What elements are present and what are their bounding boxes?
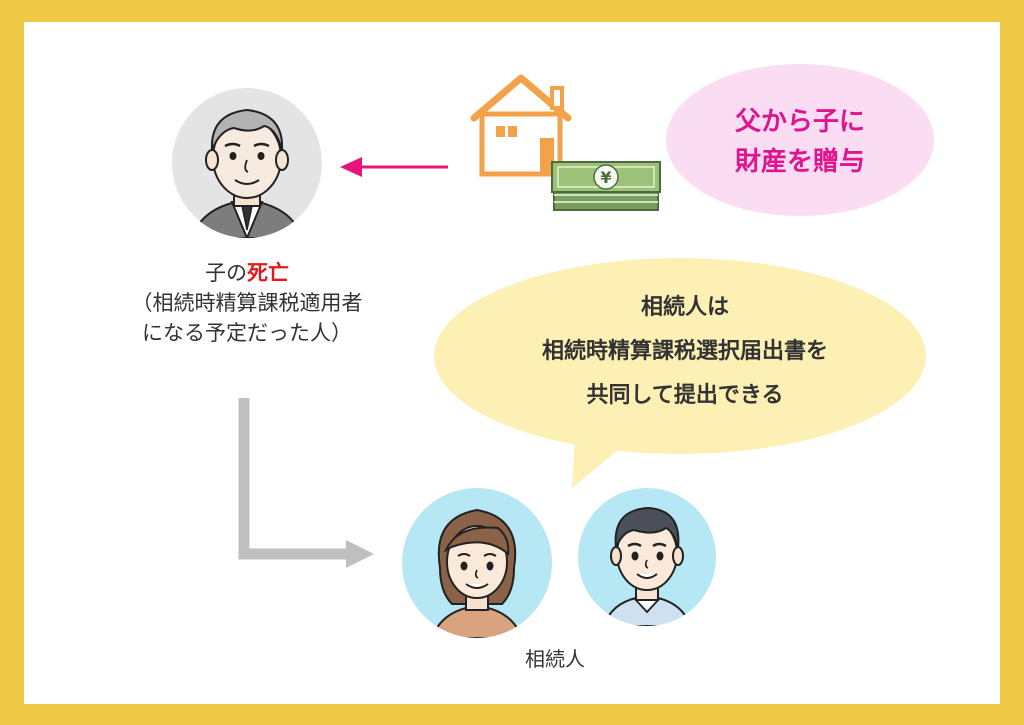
heirs-label: 相続人 xyxy=(525,647,585,671)
deceased-avatar xyxy=(172,88,322,238)
gift-arrow xyxy=(340,157,448,177)
man-face-icon xyxy=(602,506,692,626)
woman-face-icon xyxy=(430,508,524,638)
old-man-face-icon xyxy=(190,108,304,238)
heir-bubble xyxy=(434,258,926,488)
yen-symbol: ¥ xyxy=(600,168,611,187)
gift-bubble xyxy=(666,64,934,216)
house-icon xyxy=(470,74,572,177)
death-highlight: 死亡 xyxy=(247,261,289,285)
deceased-label-line2: （相続時精算課税適用者 xyxy=(131,291,363,315)
heir-woman-avatar xyxy=(402,488,552,638)
deceased-label: 子の死亡 （相続時精算課税適用者 になる予定だった人） xyxy=(70,258,424,348)
heir-bubble-line1: 相続人は xyxy=(640,295,729,320)
inheritance-arrow xyxy=(238,398,374,568)
heir-bubble-line2: 相続時精算課税選択届出書を xyxy=(541,339,828,364)
deceased-prefix: 子の xyxy=(205,261,247,285)
heir-man-avatar xyxy=(578,488,716,626)
deceased-label-line1: 子の死亡 xyxy=(70,258,424,288)
deceased-label-line3: になる予定だった人） xyxy=(142,321,352,345)
gift-bubble-line2: 財産を贈与 xyxy=(734,147,865,177)
money-stack-icon: ¥ xyxy=(551,161,661,211)
gift-bubble-line1: 父から子に xyxy=(734,107,865,137)
gift-bubble-text: 父から子に 財産を贈与 xyxy=(666,102,934,182)
heir-bubble-line3: 共同して提出できる xyxy=(586,383,784,408)
heir-bubble-text: 相続人は 相続時精算課税選択届出書を 共同して提出できる xyxy=(450,286,920,418)
